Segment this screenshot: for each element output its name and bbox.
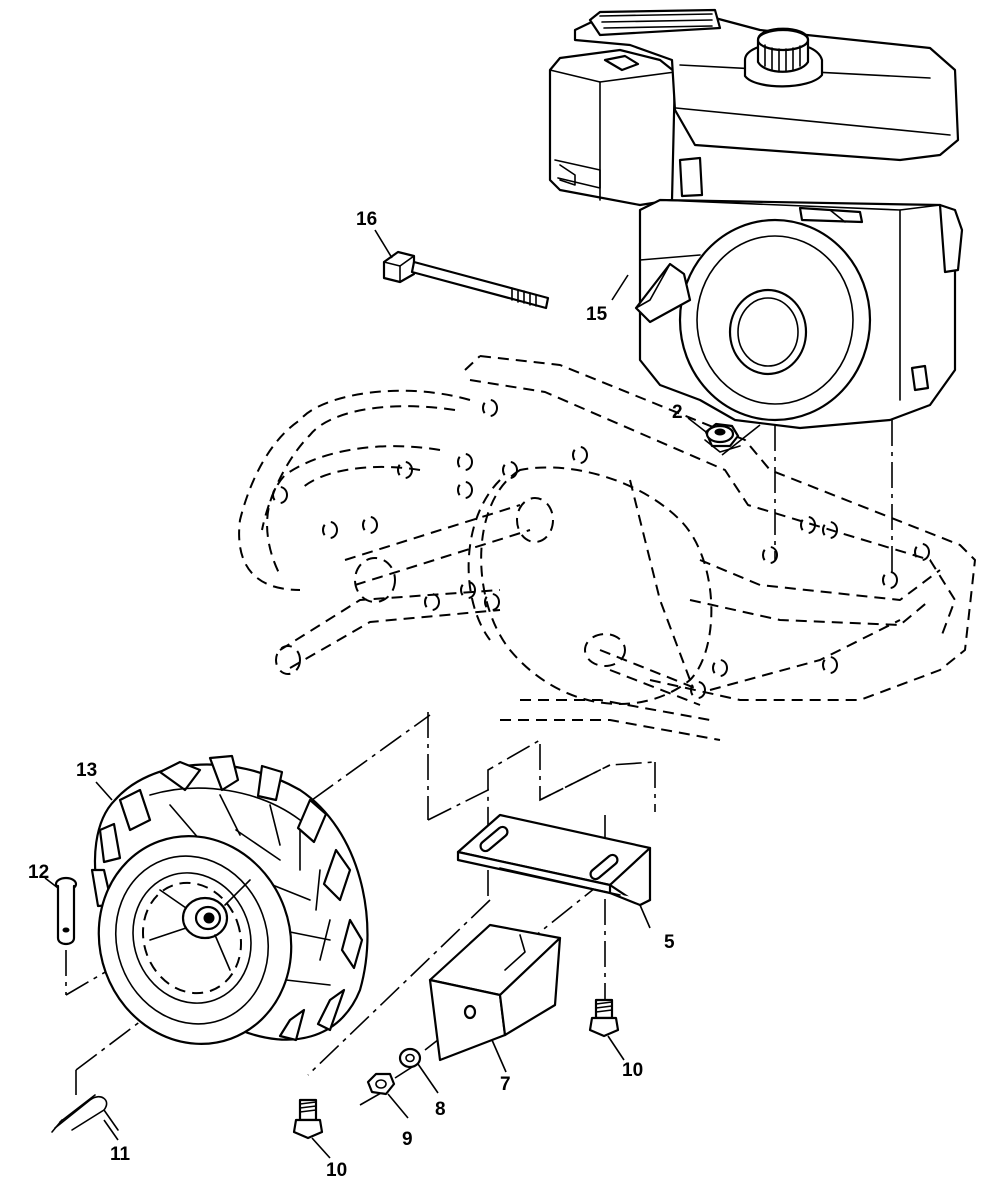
engine	[548, 8, 964, 430]
cable-tie	[382, 250, 550, 310]
callout-5: 5	[664, 932, 675, 953]
callout-13: 13	[76, 760, 97, 781]
weight-block	[428, 923, 562, 1062]
callout-9: 9	[402, 1129, 413, 1150]
callout-labels: 16 15 2 13 12 5 7 8 9 10 10 11	[28, 209, 683, 1181]
bolt-left	[292, 1098, 324, 1140]
flange-nut	[704, 422, 761, 456]
tiller-frame-phantom	[238, 355, 976, 741]
hex-nut	[366, 1072, 396, 1096]
lock-washer	[398, 1047, 422, 1069]
clevis-pin	[54, 876, 78, 946]
callout-10-left: 10	[326, 1160, 347, 1181]
callout-11: 11	[110, 1144, 131, 1165]
wheel-assembly	[90, 754, 369, 1045]
bolt-right	[588, 998, 620, 1038]
callout-2: 2	[672, 402, 683, 423]
mounting-bracket	[456, 813, 652, 907]
callout-8: 8	[435, 1099, 446, 1120]
callout-10-right: 10	[622, 1060, 643, 1081]
hairpin-clip	[51, 1094, 119, 1133]
callout-7: 7	[500, 1074, 511, 1095]
callout-15: 15	[586, 304, 608, 325]
callout-16: 16	[356, 209, 377, 230]
leader-lines	[44, 229, 707, 1159]
callout-12: 12	[28, 862, 49, 883]
